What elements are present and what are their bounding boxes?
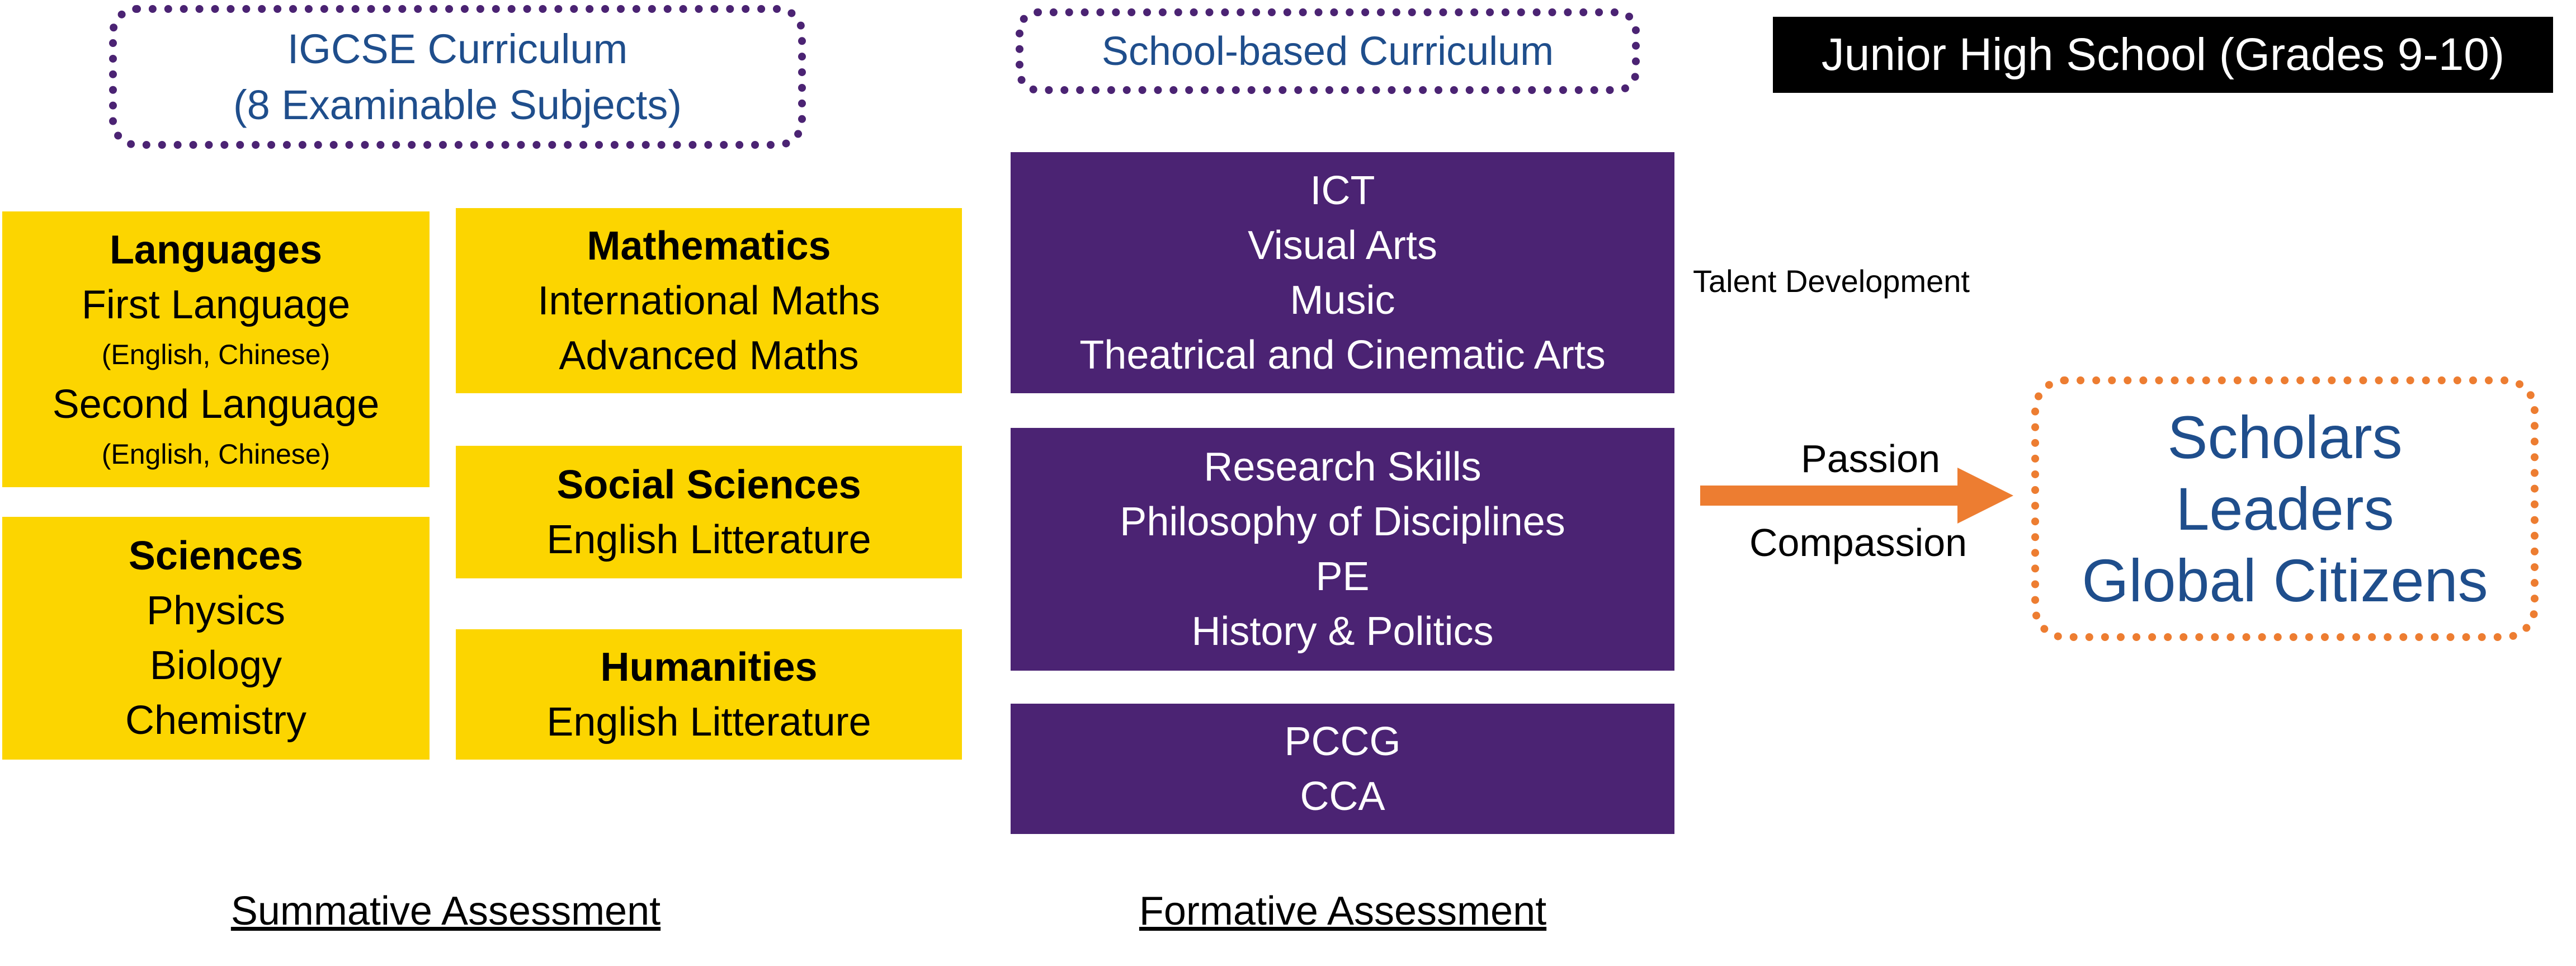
science-item: Biology [149,643,282,688]
math-item: Advanced Maths [559,333,859,378]
outcomes-box: Scholars Leaders Global Citizens [2031,376,2539,641]
second-language-note: (English, Chinese) [101,438,331,470]
page-title-banner: Junior High School (Grades 9-10) [1773,17,2553,93]
social-sciences-item: English Litterature [546,517,871,562]
passion-label: Passion [1801,437,1941,480]
school-subject: PCCG [1284,719,1401,764]
sciences-box: Sciences Physics Biology Chemistry [2,517,430,760]
first-language-note: (English, Chinese) [101,338,331,370]
social-sciences-box: Social Sciences English Litterature [456,446,962,578]
page-title: Junior High School (Grades 9-10) [1821,29,2505,80]
school-subject: Research Skills [1204,445,1482,489]
summative-assessment-caption: Summative Assessment [230,889,661,934]
core-skills-box: Research Skills Philosophy of Discipline… [1011,428,1674,671]
second-language: Second Language [52,381,380,427]
igcse-subtitle: (8 Examinable Subjects) [233,81,682,128]
first-language: First Language [81,282,351,327]
humanities-heading: Humanities [600,644,818,690]
arrow-right-icon [1700,468,2013,524]
talent-development-label: Talent Development [1693,263,1970,299]
formative-assessment-caption: Formative Assessment [1139,889,1547,934]
social-sciences-heading: Social Sciences [556,462,861,507]
outcome-item: Leaders [2176,474,2394,543]
school-based-title: School-based Curriculum [1101,29,1554,74]
pastoral-box: PCCG CCA [1011,704,1674,834]
sciences-heading: Sciences [128,534,304,578]
languages-heading: Languages [109,227,323,272]
school-based-curriculum-box: School-based Curriculum [1016,8,1640,94]
school-subject: CCA [1300,774,1385,819]
school-subject: Theatrical and Cinematic Arts [1079,332,1606,378]
school-subject: History & Politics [1191,609,1494,654]
igcse-curriculum-box: IGCSE Curriculum (8 Examinable Subjects) [109,5,806,149]
compassion-label: Compassion [1749,521,1968,564]
humanities-box: Humanities English Litterature [456,629,962,760]
mathematics-box: Mathematics International Maths Advanced… [456,208,962,393]
humanities-item: English Litterature [546,699,871,744]
igcse-title: IGCSE Curriculum [287,25,628,72]
outcome-item: Scholars [2167,403,2403,471]
science-item: Physics [146,588,286,633]
talent-subjects-box: ICT Visual Arts Music Theatrical and Cin… [1011,152,1674,393]
school-subject: Visual Arts [1248,223,1437,268]
mathematics-heading: Mathematics [587,223,831,268]
school-subject: ICT [1310,168,1375,213]
languages-box: Languages First Language (English, Chine… [2,211,430,487]
school-subject: Music [1290,277,1395,323]
school-subject: Philosophy of Disciplines [1120,500,1565,544]
science-item: Chemistry [125,698,307,743]
outcome-item: Global Citizens [2082,546,2488,614]
school-subject: PE [1315,554,1370,599]
math-item: International Maths [537,278,880,323]
